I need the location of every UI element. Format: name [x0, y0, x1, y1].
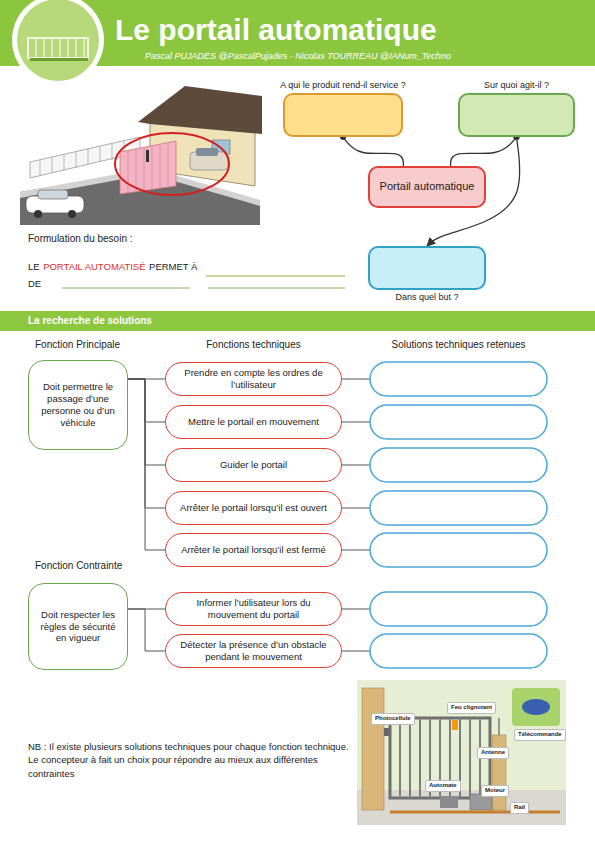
section-band: La recherche de solutions	[0, 311, 595, 332]
box-heading: Dans quel but ?	[330, 292, 524, 303]
wheel	[68, 210, 76, 218]
pillar	[362, 688, 384, 810]
gate-bars	[400, 718, 480, 798]
part-name: Rail	[510, 802, 529, 814]
part-name: Télécommande	[514, 729, 566, 741]
box-text: Détecter la présence d’un obstacle penda…	[178, 639, 329, 663]
page-title: Le portail automatique	[115, 11, 437, 49]
logo-ring	[12, 0, 104, 86]
main-function-box: Doit permettre le passage d’une personne…	[28, 360, 128, 450]
box-text: Arrêter le portail lorsqu’il est ouvert	[180, 502, 327, 514]
picture-ground	[357, 680, 566, 825]
fence-slats	[40, 141, 124, 176]
parked-car-window	[196, 148, 218, 156]
logo-gate-bars	[36, 38, 84, 58]
product-box: Portail automatique	[368, 166, 486, 208]
logo-rail	[30, 58, 88, 61]
solution-slot	[370, 634, 547, 668]
part-name: Moteur	[481, 785, 509, 797]
house-roof	[138, 86, 262, 134]
box-text: Guider le portail	[220, 459, 287, 471]
note: NB : Il existe plusieurs solutions techn…	[28, 740, 353, 780]
person	[146, 150, 149, 162]
answer-line	[206, 276, 345, 277]
goal-box: Dans quel but ?	[368, 246, 486, 290]
flashing-light	[452, 720, 458, 730]
author-credit: Pascal PUJADES @PascalPujades - Nicolas …	[145, 51, 451, 62]
column-heading: Fonction Contrainte	[35, 560, 122, 573]
solution-slot	[370, 491, 547, 525]
solution-slot	[370, 448, 547, 482]
box-text: Informer l’utilisateur lors du mouvement…	[178, 597, 329, 621]
sentence-part: PORTAIL AUTOMATISÉ	[43, 261, 145, 273]
controller-box	[440, 796, 458, 808]
picture-floor	[357, 790, 566, 825]
box-text: Portail automatique	[380, 180, 475, 194]
solution-slot	[370, 405, 547, 439]
technical-function-box: Détecter la présence d’un obstacle penda…	[165, 634, 342, 669]
part-name: Feu clignotant	[447, 702, 496, 714]
gate-frame	[390, 718, 490, 798]
box-text: Prendre en compte les ordres de l’utilis…	[178, 367, 329, 391]
column-heading: Solutions techniques retenues	[370, 339, 547, 352]
technical-function-box: Arrêter le portail lorsqu’il est fermé	[165, 533, 342, 567]
connector	[128, 379, 165, 550]
solution-slot	[370, 592, 547, 626]
remote-icon	[512, 688, 560, 726]
logo-disc	[17, 0, 99, 81]
sentence-part: DE	[28, 278, 41, 290]
connector	[128, 379, 165, 465]
solution-slot	[370, 362, 547, 396]
column-heading: Fonction Principale	[35, 339, 120, 352]
logo-gate	[28, 38, 88, 58]
gate-slats	[128, 143, 168, 193]
connector	[128, 609, 165, 651]
wheel	[34, 210, 42, 218]
box-text: Mettre le portail en mouvement	[188, 416, 319, 428]
gate-system-picture	[357, 680, 566, 825]
part-name: Automate	[425, 780, 461, 792]
solution-slots	[342, 362, 547, 668]
technical-function-box: Arrêter le portail lorsqu’il est ouvert	[165, 491, 342, 525]
box-heading: Sur quoi agit-il ?	[420, 80, 595, 91]
answer-line	[208, 288, 345, 289]
gate	[120, 141, 176, 194]
box-text: Doit respecter les règles de sécurité en…	[38, 609, 118, 645]
box-heading: A qui le produit rend-il service ?	[245, 80, 441, 91]
technical-function-box: Mettre le portail en mouvement	[165, 405, 342, 439]
antenna	[499, 718, 500, 735]
technical-function-box: Informer l’utilisateur lors du mouvement…	[165, 592, 342, 627]
constraint-function-box: Doit respecter les règles de sécurité en…	[28, 583, 128, 670]
slot-link	[342, 379, 370, 651]
technical-function-box: Guider le portail	[165, 448, 342, 482]
remote	[522, 699, 550, 715]
box-text: La recherche de solutions	[28, 315, 152, 328]
sentence-part: PERMET À	[149, 261, 197, 273]
focus-ellipse	[115, 133, 229, 195]
connector	[128, 379, 165, 508]
answer-line	[62, 288, 190, 289]
section-heading: Formulation du besoin :	[28, 233, 133, 246]
user-box: A qui le produit rend-il service ?	[283, 93, 403, 137]
street-car-window	[38, 190, 68, 199]
rail	[390, 811, 560, 814]
connector	[128, 379, 165, 422]
technical-function-box: Prendre en compte les ordres de l’utilis…	[165, 362, 342, 397]
column-heading: Fonctions techniques	[165, 339, 342, 352]
connector	[343, 137, 403, 166]
connector	[451, 137, 517, 166]
box-text: Doit permettre le passage d’une personne…	[38, 381, 118, 429]
part-name: Antenne	[477, 747, 509, 759]
sentence-line: LEPORTAIL AUTOMATISÉ PERMET À	[28, 255, 201, 275]
box-text: Arrêter le portail lorsqu’il est fermé	[181, 544, 326, 556]
part-name: Photocellule	[371, 713, 415, 725]
material-box: Sur quoi agit-il ?	[458, 93, 575, 137]
solution-slot	[370, 533, 547, 567]
sentence-part: LE	[28, 261, 40, 273]
